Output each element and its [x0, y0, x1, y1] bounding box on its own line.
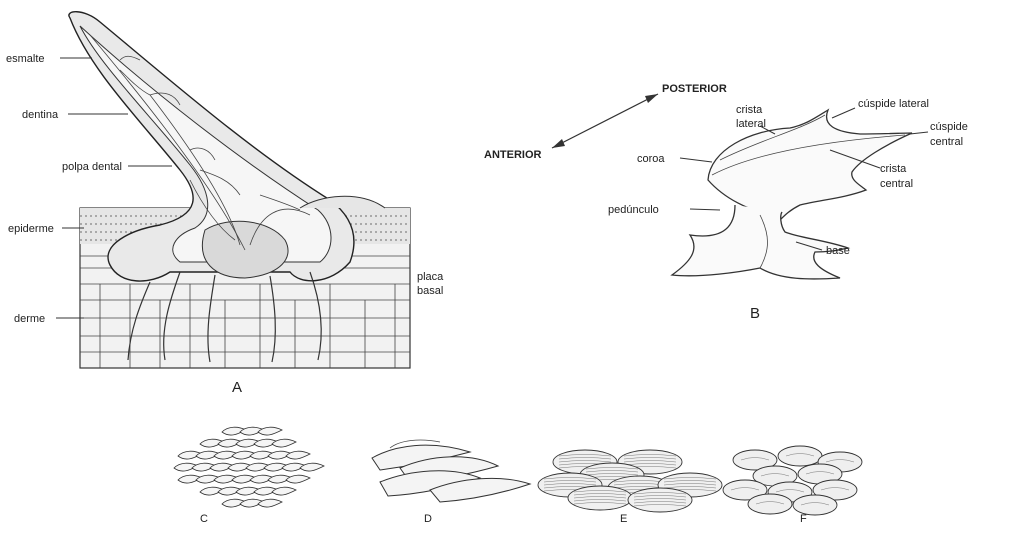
panel-a: esmalte dentina polpa dental epiderme de…	[6, 12, 444, 396]
scale-f-9	[748, 494, 792, 514]
scale-f-2	[778, 446, 822, 466]
scale-c-15	[286, 451, 310, 459]
label-cuspide-lateral: cúspide lateral	[858, 98, 929, 110]
panel-e-scales	[538, 450, 722, 512]
label-epiderme: epiderme	[8, 223, 54, 235]
label-pedunculo: pedúnculo	[608, 204, 659, 216]
scale-e-8	[628, 488, 692, 512]
label-derme: derme	[14, 313, 45, 325]
panel-letter-f: F	[800, 513, 807, 525]
panel-letter-d: D	[424, 513, 432, 525]
panel-letter-a: A	[232, 379, 242, 396]
scale-f-10	[793, 495, 837, 515]
orientation-arrowhead-posterior	[645, 94, 658, 103]
panel-letter-e: E	[620, 513, 627, 525]
label-cuspide-central-line2: central	[930, 136, 963, 148]
label-posterior: POSTERIOR	[662, 83, 727, 95]
label-coroa: coroa	[637, 153, 665, 165]
label-cuspide-central-line1: cúspide	[930, 121, 968, 133]
scale-c-8	[272, 439, 296, 447]
label-polpa-dental: polpa dental	[62, 161, 122, 173]
panel-c-scales	[174, 427, 324, 507]
label-crista-lateral-line2: lateral	[736, 118, 766, 130]
label-dentina: dentina	[22, 109, 59, 121]
label-crista-lateral-line1: crista	[736, 104, 763, 116]
scale-c-23	[300, 463, 324, 471]
label-base: base	[826, 245, 850, 257]
label-crista-central-line2: central	[880, 178, 913, 190]
label-placa-basal-line2: basal	[417, 285, 443, 297]
panel-letter-b: B	[750, 305, 760, 322]
label-esmalte: esmalte	[6, 53, 45, 65]
label-crista-central-line1: crista	[880, 163, 907, 175]
scale-panels: C D E F	[174, 427, 862, 525]
panel-letter-c: C	[200, 513, 208, 525]
scale-c-38	[258, 499, 282, 507]
panel-f-scales	[723, 446, 862, 515]
label-anterior: ANTERIOR	[484, 149, 542, 161]
scale-c-30	[286, 475, 310, 483]
scale-e-7	[568, 486, 632, 510]
panel-b: POSTERIOR ANTERIOR crista lateral cúspid…	[484, 83, 968, 322]
orientation-arrowhead-anterior	[552, 139, 565, 148]
orientation-arrow-line	[552, 94, 658, 148]
scale-c-35	[272, 487, 296, 495]
label-placa-basal-line1: placa	[417, 271, 444, 283]
panel-d-scales	[372, 440, 530, 502]
scale-c-3	[258, 427, 282, 435]
